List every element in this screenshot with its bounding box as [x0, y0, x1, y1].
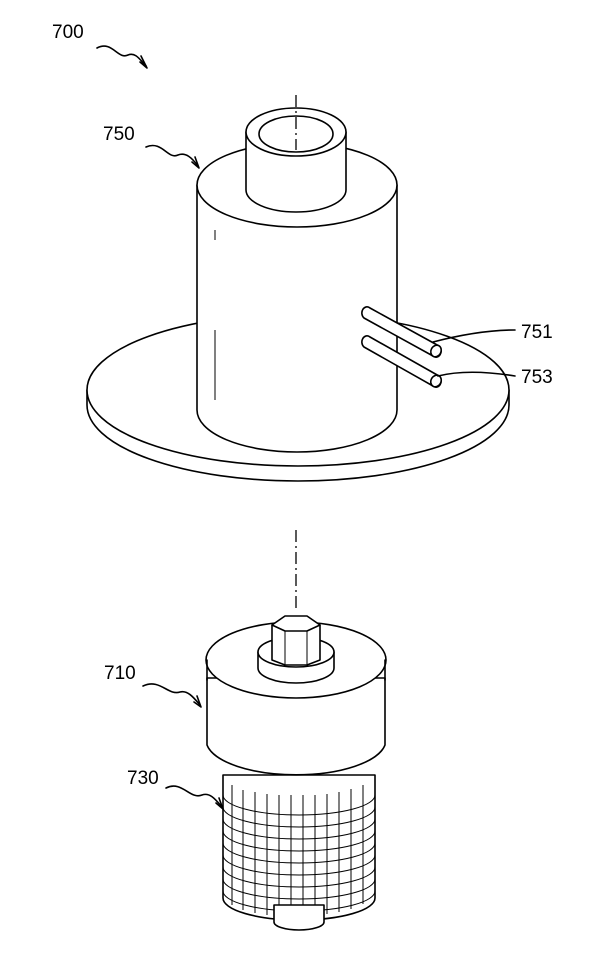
label-753: 753	[521, 367, 553, 388]
label-710: 710	[104, 663, 136, 684]
upper-body-750	[87, 108, 509, 481]
label-750: 750	[103, 124, 135, 145]
filter-730	[223, 775, 375, 930]
label-730: 730	[127, 768, 159, 789]
lower-body-710	[206, 616, 386, 930]
label-700: 700	[52, 22, 84, 43]
label-751: 751	[521, 322, 553, 343]
